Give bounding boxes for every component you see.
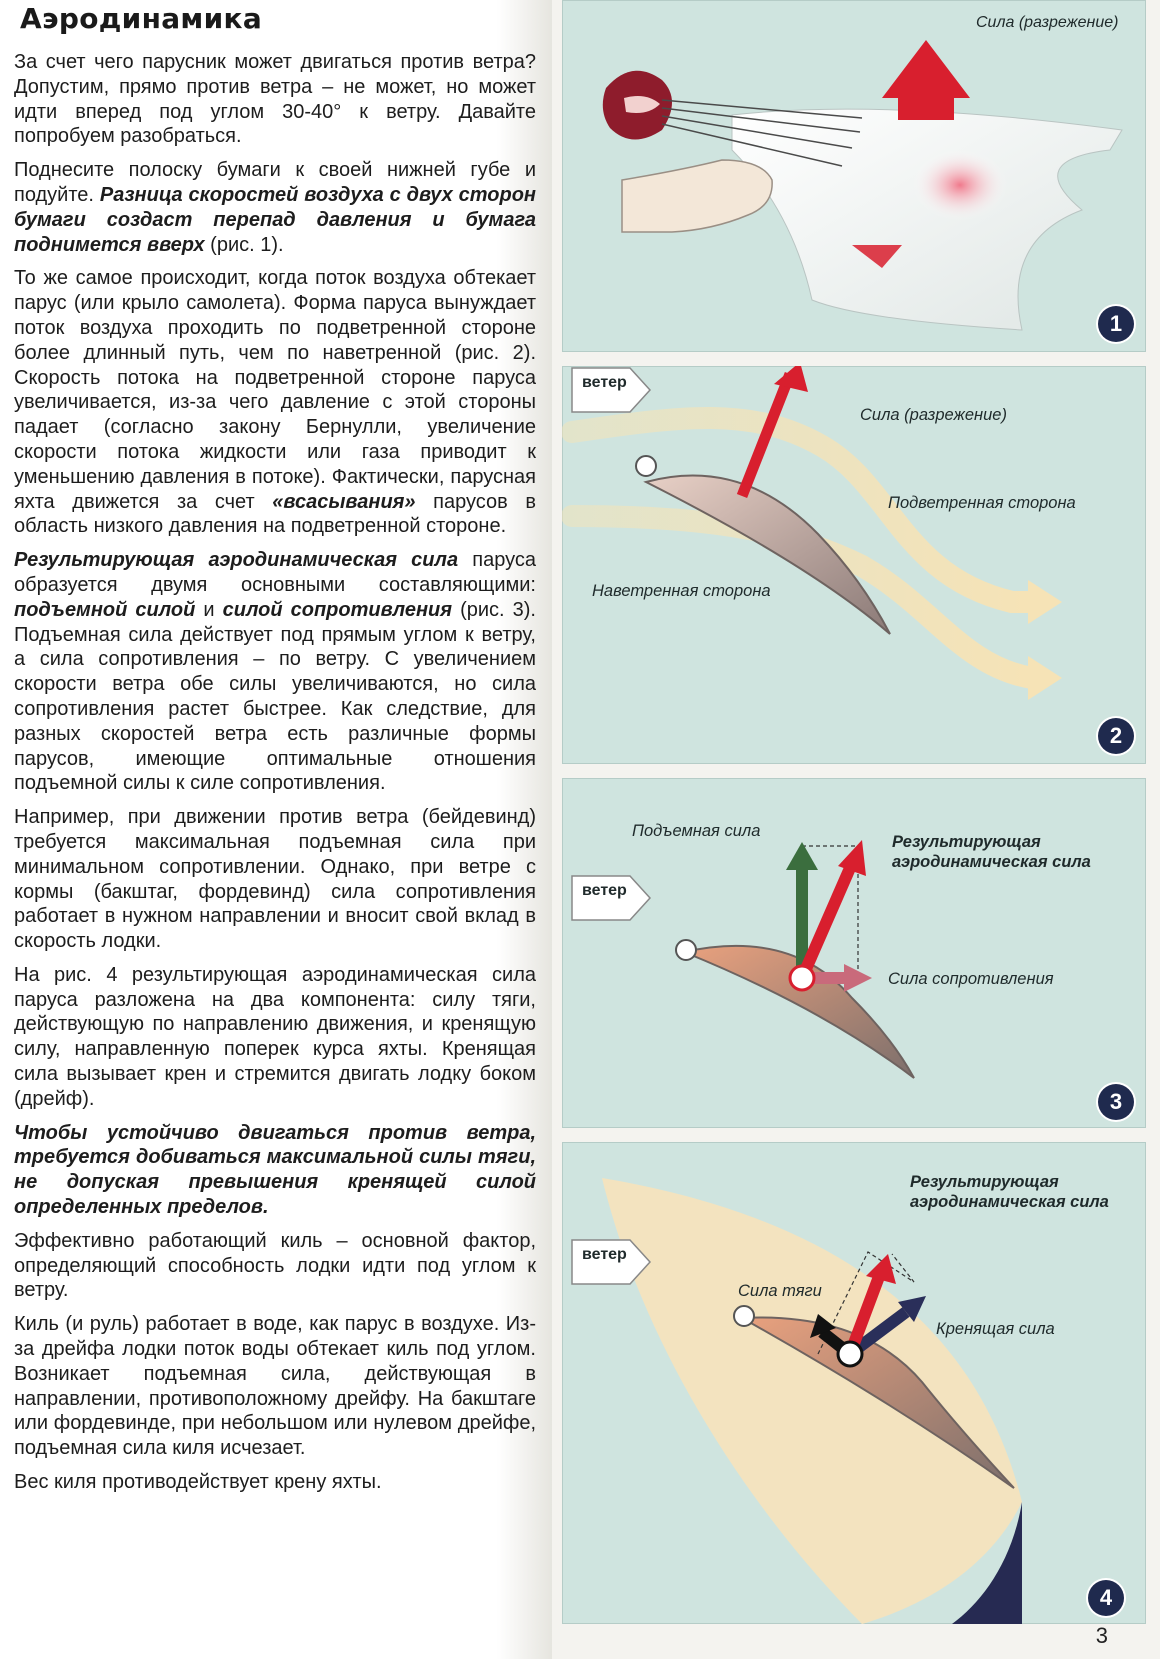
figure-4-wind-label: ветер bbox=[582, 1246, 627, 1263]
paper-strip bbox=[731, 108, 1123, 331]
heeling-arrow-head bbox=[898, 1296, 926, 1322]
wind-arrow-icon bbox=[571, 1239, 652, 1285]
figure-4-thrust-label: Сила тяги bbox=[738, 1282, 822, 1300]
low-pressure-zone bbox=[912, 149, 1008, 221]
figure-3-panel: ветер Подъемная сила Результирующая аэро… bbox=[562, 778, 1146, 1128]
paragraph-2: Поднесите полоску бумаги к своей нижней … bbox=[14, 159, 537, 256]
figure-1-illustration bbox=[602, 40, 1123, 331]
mouth-icon bbox=[624, 96, 660, 113]
figure-2-wind-label: ветер bbox=[582, 374, 627, 391]
hull-stern bbox=[952, 1502, 1022, 1624]
lift-force-arrow bbox=[882, 40, 970, 120]
resultant-arrow-head bbox=[866, 1254, 896, 1284]
hand-icon bbox=[621, 159, 773, 233]
figure-3-resultant-label: Результирующая аэродинамическая сила bbox=[892, 833, 1091, 871]
figure-1-force-label: Сила (разрежение) bbox=[976, 14, 1119, 31]
figure-2-illustration bbox=[562, 366, 1062, 700]
wind-arrow-icon bbox=[571, 875, 652, 921]
paragraph-3: То же самое происходит, когда поток возд… bbox=[14, 267, 536, 538]
windward-flow-arrowhead bbox=[1028, 656, 1062, 700]
article-body: За счет чего парусник может двигаться пр… bbox=[14, 50, 536, 1504]
paragraph-10: Вес киля противодействует крену яхты. bbox=[14, 1471, 382, 1494]
paragraph-5: Например, при движении против ветра (бей… bbox=[14, 806, 536, 953]
air-stream-lines bbox=[661, 99, 863, 167]
paragraph-1: За счет чего парусник может двигаться пр… bbox=[14, 51, 536, 148]
resultant-arrow-shaft bbox=[844, 1271, 886, 1357]
paragraph-7-highlight: Чтобы устойчиво двигаться против ветра, … bbox=[14, 1121, 536, 1219]
leeward-flow-arrowhead bbox=[1028, 580, 1062, 624]
figure-4-panel: ветер Результирующая аэродинамическая си… bbox=[562, 1142, 1146, 1624]
figure-3-illustration bbox=[571, 840, 915, 1079]
figure-4-number-badge: 4 bbox=[1088, 1580, 1124, 1616]
leeward-flow-path bbox=[562, 406, 1043, 613]
force-origin-icon bbox=[836, 1340, 864, 1368]
text-column bbox=[0, 0, 552, 1659]
lift-arrow-head bbox=[786, 842, 818, 870]
page-title: Аэродинамика bbox=[20, 2, 263, 35]
figure-2-windward-label: Наветренная сторона bbox=[592, 582, 771, 600]
force-arrow-shaft bbox=[736, 371, 796, 499]
force-origin-icon bbox=[788, 964, 816, 992]
figure-3-lift-label: Подъемная сила bbox=[632, 822, 761, 840]
paragraph-9: Киль (и руль) работает в воде, как парус… bbox=[14, 1313, 536, 1460]
drag-arrow-head bbox=[844, 964, 872, 992]
mast-icon bbox=[733, 1305, 755, 1327]
figure-4-illustration bbox=[571, 1178, 1022, 1624]
wind-arrow-icon bbox=[571, 367, 652, 413]
figure-2-force-label: Сила (разрежение) bbox=[860, 406, 1007, 424]
figure-3-number-badge: 3 bbox=[1098, 1084, 1134, 1120]
windward-flow-path bbox=[562, 505, 1043, 689]
thrust-arrow-head bbox=[810, 1314, 836, 1338]
figure-4-heeling-label: Кренящая сила bbox=[936, 1320, 1055, 1338]
paragraph-8: Эффективно работающий киль – основной фа… bbox=[14, 1229, 536, 1302]
figure-4-resultant-label: Результирующая аэродинамическая сила bbox=[910, 1173, 1109, 1211]
figure-1-panel: Сила (разрежение) 1 bbox=[562, 0, 1146, 352]
mast-icon bbox=[675, 939, 697, 961]
figure-2-leeward-label: Подветренная сторона bbox=[888, 494, 1076, 512]
figure-1-number-badge: 1 bbox=[1098, 306, 1134, 342]
hull-shape bbox=[602, 1178, 1022, 1624]
down-arrow-shadow bbox=[852, 245, 902, 268]
resultant-arrow-head bbox=[838, 840, 866, 876]
figure-2-number-badge: 2 bbox=[1098, 718, 1134, 754]
force-arrow-head bbox=[774, 366, 808, 392]
resultant-arrow-shaft bbox=[796, 865, 856, 981]
figure-2-panel: ветер Сила (разрежение) Подветренная сто… bbox=[562, 366, 1146, 764]
mast-icon bbox=[635, 455, 657, 477]
sail-profile bbox=[738, 1316, 1015, 1489]
paragraph-4: Результирующая аэродинамическая сила пар… bbox=[14, 549, 537, 795]
sail-profile bbox=[643, 474, 891, 635]
figure-3-wind-label: ветер bbox=[582, 882, 627, 899]
page-number: 3 bbox=[1095, 1623, 1108, 1648]
paragraph-6: На рис. 4 результирующая аэродинамическа… bbox=[14, 963, 536, 1110]
figure-3-drag-label: Сила сопротивления bbox=[888, 970, 1054, 988]
